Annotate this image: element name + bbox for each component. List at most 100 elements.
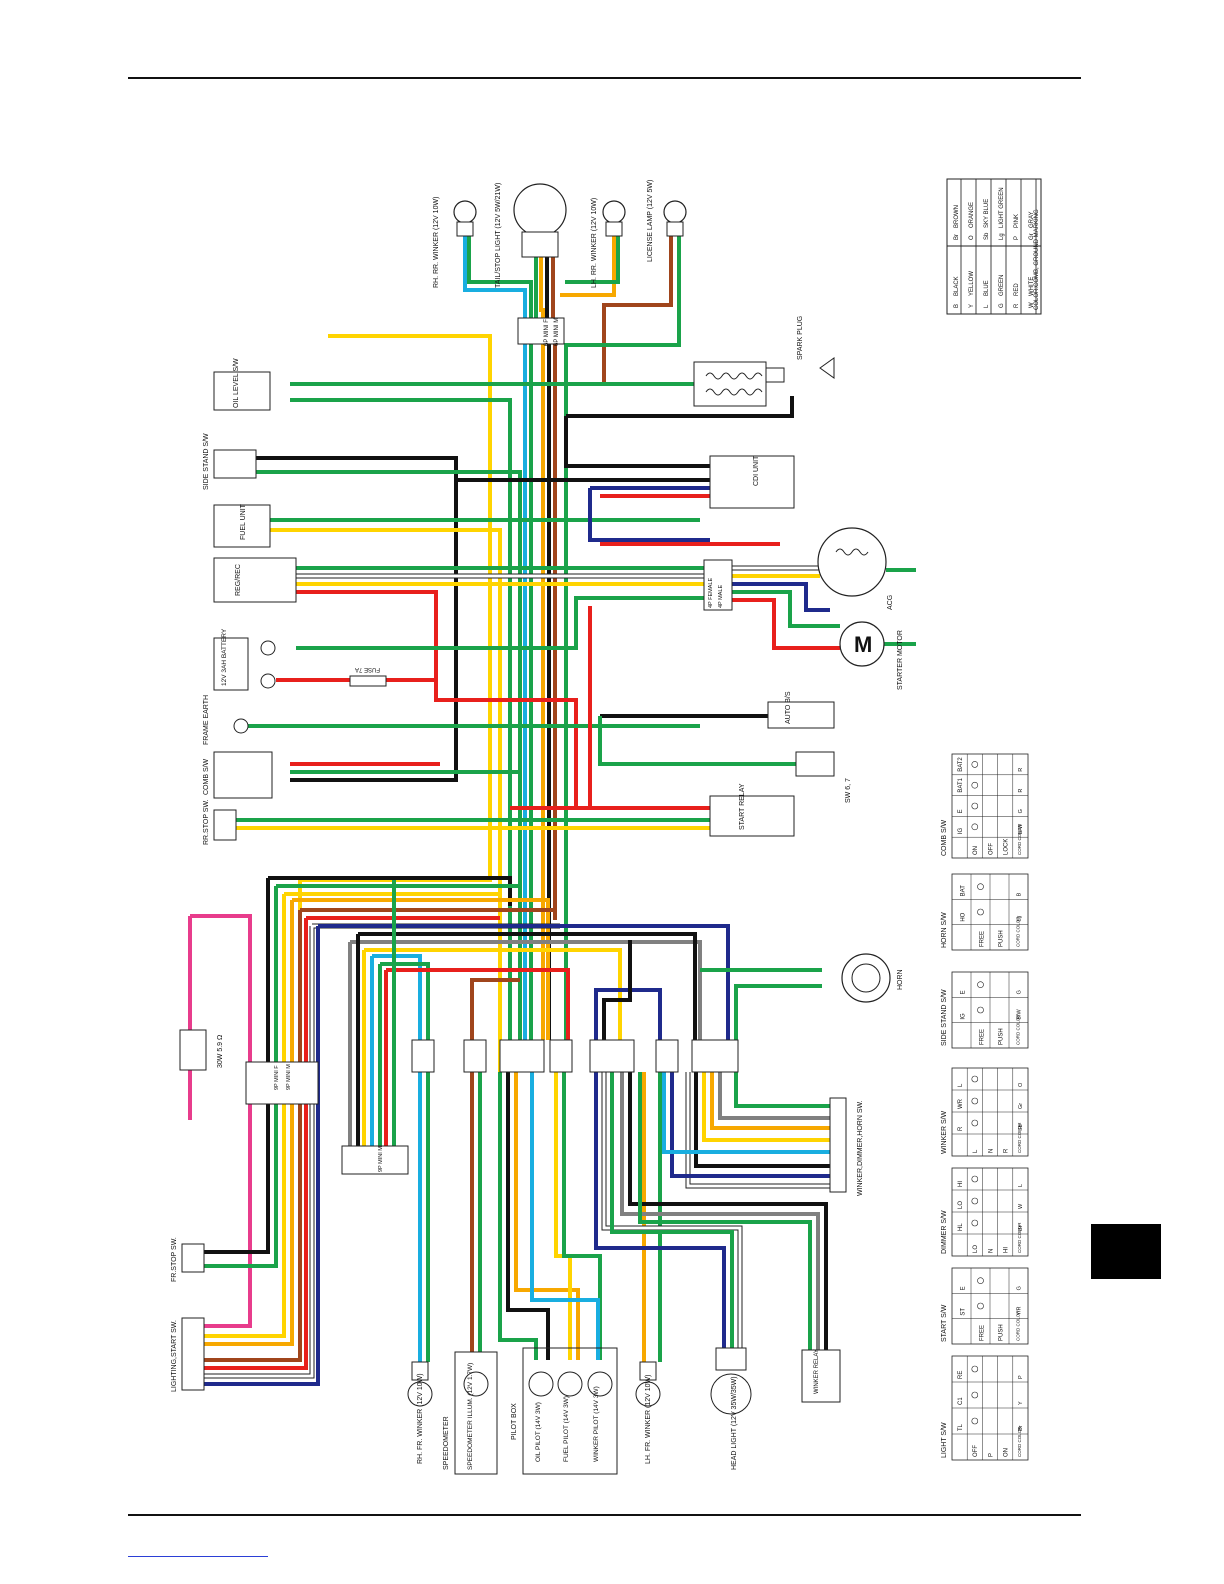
rh-fr-winker-label: RH. FR. WINKER (12V 10W): [417, 1373, 424, 1464]
head-light-label: HEAD LIGHT (12V 35W/35W): [731, 1376, 738, 1470]
oil-level-switch: OIL LEVEL S/W: [213, 358, 271, 411]
switch-column-header: HL: [958, 1223, 964, 1231]
reg-rec-label: REG/REC: [235, 564, 242, 596]
switch-contact-dot: [971, 761, 979, 768]
color-code: W: [1029, 302, 1035, 308]
speedometer-illum: SPEEDOMETER SPEEDOMETER ILLUM. (12V 1.7W…: [443, 1351, 498, 1475]
bottom-rule: [128, 1514, 1081, 1516]
fr-stop-sw-label: FR.STOP SW.: [171, 1237, 178, 1282]
switch-contact-dot: [977, 883, 984, 890]
fuse-label: FUSE 7A: [355, 666, 380, 672]
cord-color-value: R: [1018, 768, 1024, 772]
fr-stop-switch: FR.STOP SW.: [171, 1237, 205, 1282]
switch-contact-dot: [971, 1365, 979, 1373]
cord-color-value: Br: [1018, 1225, 1024, 1231]
switch-table-title: DIMMER S/W: [941, 1210, 948, 1254]
color-code: O: [969, 235, 975, 240]
switch-contact-dot: [971, 781, 979, 789]
switch-contact-dot: [971, 1075, 979, 1083]
regulator-rectifier: REG/REC: [213, 557, 297, 603]
switch-contact-dot: [971, 1097, 979, 1105]
switch-row-label: L: [973, 1149, 979, 1153]
license-lamp-label: LICENSE LAMP (12V 5W): [647, 180, 654, 262]
cdi-unit: CDI UNIT: [709, 455, 795, 509]
color-code: Br: [954, 234, 960, 240]
resistor-label: 30W 5.9 Ω: [217, 1035, 224, 1068]
switch-column-header: E: [958, 809, 964, 813]
switch-contact-dot: [971, 823, 979, 831]
cord-color-label: CORD COLOR: [1017, 824, 1022, 855]
footer-link-underline[interactable]: [128, 1556, 268, 1557]
cord-color-value: G: [1016, 990, 1022, 994]
color-code: L: [984, 304, 990, 308]
color-name: GREEN: [999, 275, 1005, 296]
main-9p-m-label: 9P MINI M: [286, 1064, 292, 1090]
switch-row-label: PUSH: [998, 1324, 1004, 1341]
switch-row-label: LOCK: [1003, 839, 1009, 855]
switch-row-label: LO: [973, 1245, 979, 1253]
color-code: Lg: [999, 233, 1005, 240]
starter-motor-label: STARTER MOTOR: [897, 630, 904, 690]
switch-contact-dot: [971, 1175, 979, 1183]
switch-contact-dot: [977, 981, 984, 988]
start-relay: START RELAY: [709, 783, 795, 837]
color-code: Gr: [1029, 233, 1035, 240]
acg-label: ACG: [887, 595, 894, 610]
dash-connectors: [411, 1039, 739, 1073]
speedometer-label: SPEEDOMETER: [443, 1416, 450, 1470]
rh-rr-winker-bulb: RH. RR. WINKER (12V 10W): [433, 197, 477, 288]
load-resistor: 30W 5.9 Ω: [179, 1029, 224, 1071]
oil-pilot-label: OIL PILOT (14V 3W): [535, 1402, 542, 1462]
color-name: ORANGE: [969, 202, 975, 228]
acg-alternator: ACG: [817, 527, 894, 610]
cord-color-value: O: [1018, 1082, 1024, 1087]
color-name: LIGHT GREEN: [999, 187, 1005, 228]
cord-color-label: CORD COLOR: [1015, 1014, 1020, 1045]
rear-6p-connector: 6P MINI F 6P MINI M: [517, 317, 565, 346]
switch-column-header: HI: [958, 1181, 964, 1187]
switch-table-title: HORN S/W: [941, 912, 948, 948]
fuse-7a: FUSE 7A: [349, 666, 387, 687]
speedometer-illum-label: SPEEDOMETER ILLUM. (12V 1.7W): [467, 1363, 474, 1470]
lighting-start-sw-label: LIGHTING,START SW.: [171, 1320, 178, 1392]
switch-column-header: HO: [960, 912, 966, 921]
rear-connector-f-label: 6P MINI F: [544, 319, 550, 346]
switch-contact-dot: [971, 1197, 979, 1205]
switch-row-label: FREE: [979, 1325, 985, 1341]
fuel-unit-label: FUEL UNIT: [240, 503, 247, 540]
main-9p-f-label: 9P MINI F: [274, 1065, 280, 1090]
switch-row-label: P: [988, 1453, 994, 1457]
cord-color-value: Gr: [1018, 1103, 1024, 1109]
color-name: PINK: [1014, 214, 1020, 228]
winker-relay-label: WINKER RELAY: [814, 1349, 820, 1394]
tail-stop-light: TAIL/STOP LIGHT (12V 5W/21W): [495, 183, 567, 288]
rear-connector-m-label: 6P MINI M: [554, 318, 560, 346]
switch-contact-dot: [971, 1391, 979, 1399]
wire-harness: [188, 236, 916, 1386]
color-name: BLUE: [984, 280, 990, 296]
sw-6-7-label: SW 6, 7: [845, 778, 852, 803]
winker-dimmer-horn-sw-label: WINKER,DIMMER,HORN SW.: [857, 1100, 864, 1196]
horn: HORN: [841, 953, 904, 1003]
spark-plug-label: SPARK PLUG: [797, 316, 804, 360]
cord-color-label: CORD COLOR: [1017, 1122, 1022, 1153]
main-9p-connector: 9P MINI F 9P MINI M: [245, 1061, 319, 1105]
switch-contact-dot: [977, 1302, 984, 1310]
starter-motor: M STARTER MOTOR: [839, 621, 904, 690]
battery: 12V 3AH BATTERY: [213, 628, 276, 691]
color-code: Sb: [984, 232, 990, 240]
cord-color-value: Y/R: [1016, 1306, 1022, 1315]
top-rule: [128, 77, 1081, 79]
switch-column-header: L: [958, 1083, 964, 1087]
sw-9p-connector: 9P MINI M: [341, 1145, 409, 1175]
switch-column-header: E: [960, 1286, 966, 1290]
pilot-box: PILOT BOX OIL PILOT (14V 3W) FUEL PILOT …: [511, 1347, 618, 1475]
